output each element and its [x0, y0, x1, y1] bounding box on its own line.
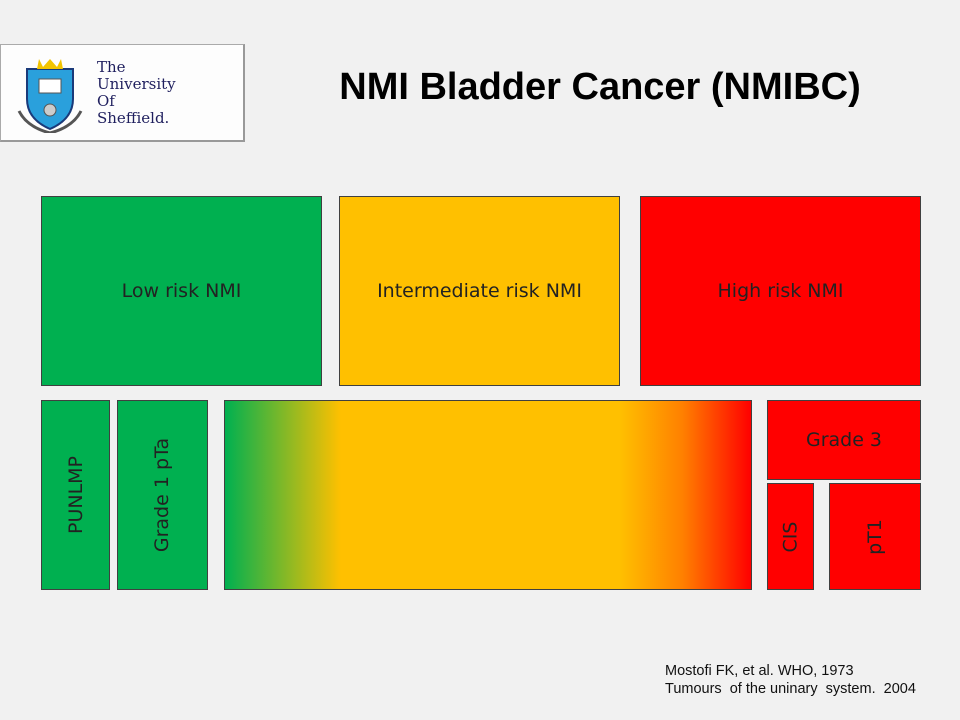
cis-label: CIS	[779, 521, 802, 552]
reference: Mostofi FK, et al. WHO, 1973 Tumours of …	[665, 662, 916, 698]
logo-line: The	[97, 58, 126, 76]
reference-line: Mostofi FK, et al. WHO, 1973	[665, 663, 854, 679]
intermediate-risk-label: Intermediate risk NMI	[377, 280, 582, 302]
high-risk-label: High risk NMI	[717, 280, 844, 302]
logo-line: Of	[97, 92, 115, 110]
crest-icon	[17, 59, 83, 133]
grade3-label: Grade 3	[805, 429, 883, 451]
cis-box: CIS	[767, 483, 814, 590]
university-logo: The University Of Sheffield.	[0, 44, 245, 142]
pt1-box: pT1	[829, 483, 921, 590]
grade1-pta-label: Grade 1 pTa	[151, 437, 174, 553]
logo-line: Sheffield.	[97, 109, 170, 127]
logo-text: The University Of Sheffield.	[97, 59, 176, 127]
slide-title: NMI Bladder Cancer (NMIBC)	[339, 66, 861, 108]
punlmp-label: PUNLMP	[64, 455, 87, 535]
grade3-box: Grade 3	[767, 400, 921, 480]
pt1-label: pT1	[863, 518, 886, 555]
punlmp-box: PUNLMP	[41, 400, 110, 590]
low-risk-box: Low risk NMI	[41, 196, 322, 386]
logo-line: University	[97, 75, 176, 93]
reference-line: Tumours of the uninary system. 2004	[665, 681, 916, 697]
intermediate-risk-box: Intermediate risk NMI	[339, 196, 620, 386]
low-risk-label: Low risk NMI	[121, 280, 242, 302]
high-risk-box: High risk NMI	[640, 196, 921, 386]
risk-gradient-bar	[224, 400, 752, 590]
grade1-pta-box: Grade 1 pTa	[117, 400, 208, 590]
